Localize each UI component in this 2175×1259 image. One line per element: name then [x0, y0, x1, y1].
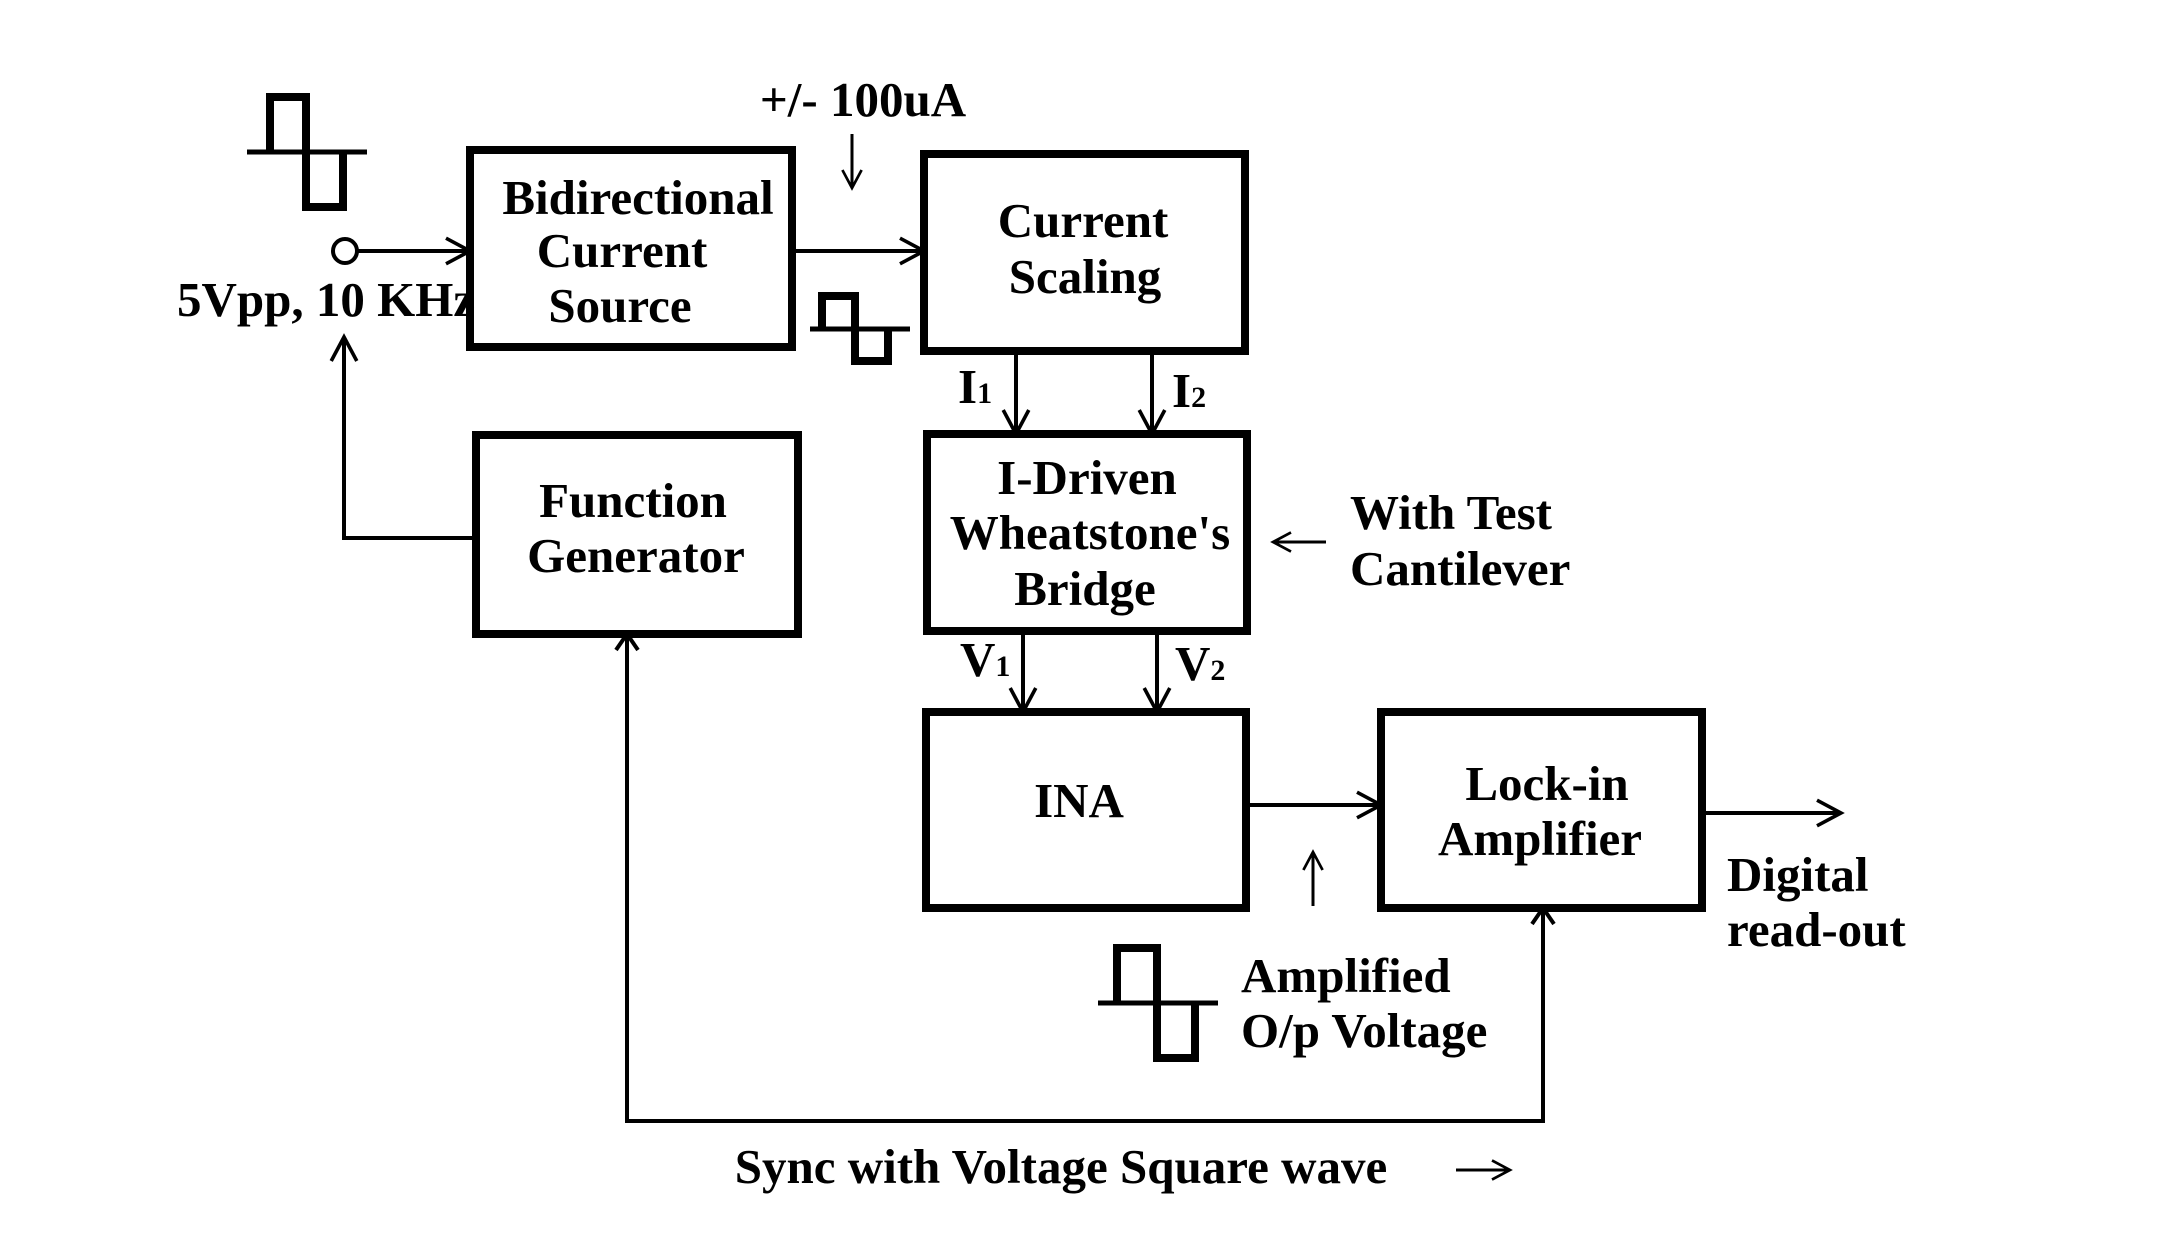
i2-label: I2	[1172, 363, 1206, 418]
generator-to-terminal-wire	[329, 333, 476, 540]
wheatstone-bridge-label-2: Wheatstone's	[950, 505, 1230, 560]
square-wave-icon-output	[1098, 944, 1218, 1062]
wheatstone-bridge-label-1: I-Driven	[997, 450, 1177, 505]
lockin-amplifier-block: Lock-in Amplifier	[1377, 708, 1706, 912]
source-current-label: +/- 100uA	[760, 72, 967, 127]
amplified-output-label-1: Amplified	[1241, 948, 1451, 1003]
v2-label: V2	[1175, 636, 1225, 691]
readout-label-1: Digital	[1727, 847, 1869, 902]
v1-label: V1	[960, 632, 1010, 687]
wheatstone-bridge-block: I-Driven Wheatstone's Bridge	[923, 430, 1251, 635]
function-generator-label-2: Generator	[527, 528, 745, 583]
current-scaling-block: Current Scaling	[920, 150, 1249, 355]
square-wave-icon-input	[247, 93, 367, 211]
amplified-output-label-2: O/p Voltage	[1241, 1003, 1487, 1058]
wheatstone-bridge-label-3: Bridge	[1014, 561, 1156, 616]
function-generator-block: Function Generator	[472, 431, 802, 638]
function-generator-label-1: Function	[539, 473, 727, 528]
input-terminal	[331, 237, 359, 265]
sync-arrow-to-generator	[614, 630, 640, 652]
ina-label: INA	[1034, 773, 1124, 828]
current-source-label-2: Current	[537, 223, 708, 278]
current-scaling-label-2: Scaling	[1009, 249, 1162, 304]
square-wave-icon-current	[810, 292, 910, 365]
sync-loop-wire	[625, 634, 1545, 1123]
current-source-label-1: Bidirectional	[502, 170, 773, 225]
readout-label-2: read-out	[1727, 902, 1906, 957]
lockin-amplifier-label-1: Lock-in	[1465, 756, 1628, 811]
test-cantilever-label-2: Cantilever	[1350, 541, 1570, 596]
input-signal-label: 5Vpp, 10 KHz	[177, 272, 475, 327]
test-cantilever-label-1: With Test	[1350, 485, 1553, 540]
i1-label: I1	[958, 359, 992, 414]
current-source-label-3: Source	[548, 278, 691, 333]
current-scaling-label-1: Current	[998, 193, 1169, 248]
sync-arrow-to-lockin	[1530, 904, 1556, 926]
lockin-amplifier-label-2: Amplifier	[1438, 811, 1642, 866]
bidirectional-current-source-block: Bidirectional Current Source	[466, 146, 796, 351]
ina-block: INA	[922, 708, 1250, 912]
sync-label: Sync with Voltage Square wave	[735, 1139, 1388, 1194]
